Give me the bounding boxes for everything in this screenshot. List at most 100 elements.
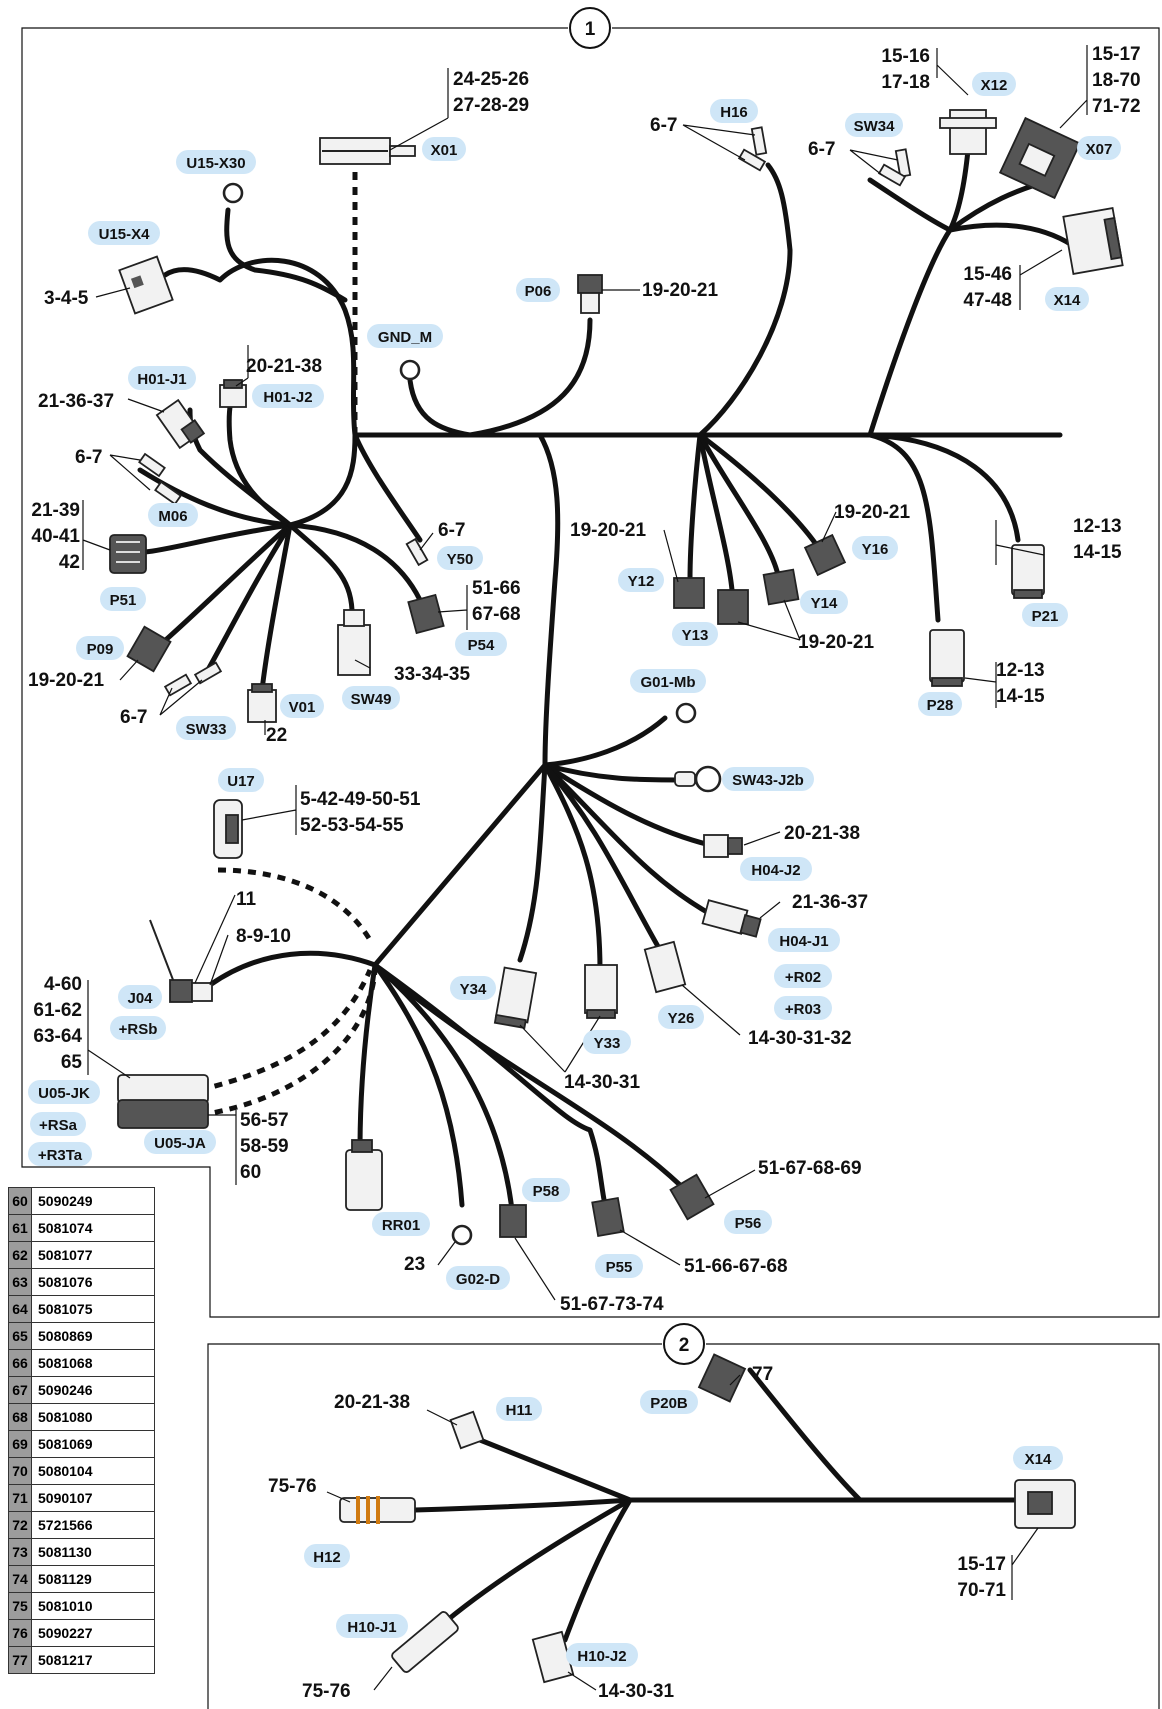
assembly-1-badge: 1 xyxy=(569,7,611,49)
y26-connector-graphic xyxy=(643,940,687,994)
svg-text:X14: X14 xyxy=(1025,1451,1052,1468)
svg-text:RR01: RR01 xyxy=(382,1217,420,1234)
label-p06: P06 19-20-21 xyxy=(516,278,718,302)
part-index-cell: 75 xyxy=(8,1592,32,1620)
part-number-cell: 5090246 xyxy=(31,1376,155,1404)
svg-text:G01-Mb: G01-Mb xyxy=(640,674,695,691)
svg-text:70-71: 70-71 xyxy=(957,1580,1006,1601)
svg-text:19-20-21: 19-20-21 xyxy=(798,632,874,653)
svg-text:19-20-21: 19-20-21 xyxy=(642,280,718,301)
svg-text:52-53-54-55: 52-53-54-55 xyxy=(300,815,404,836)
part-index-cell: 60 xyxy=(8,1187,32,1215)
h12-connector-graphic xyxy=(339,1496,416,1524)
svg-text:Y33: Y33 xyxy=(594,1035,621,1052)
label-rsa: +RSa xyxy=(30,1112,86,1136)
svg-text:+R3Ta: +R3Ta xyxy=(38,1147,83,1164)
g02-d-ring-terminal xyxy=(451,1224,473,1246)
svg-text:X12: X12 xyxy=(981,77,1008,94)
part-index-cell: 63 xyxy=(8,1268,32,1296)
label-j04: J04 11 8-9-10 xyxy=(118,889,291,1009)
svg-text:21-36-37: 21-36-37 xyxy=(38,391,114,412)
x12-connector-graphic xyxy=(939,109,997,155)
label-h01-j1: H01-J1 21-36-37 xyxy=(38,366,196,412)
part-number-cell: 5081076 xyxy=(31,1268,155,1296)
label-h10-j2: H10-J2 14-30-31 xyxy=(566,1643,674,1702)
label-h10-j1: H10-J1 75-76 xyxy=(302,1614,408,1702)
part-number-cell: 5081080 xyxy=(31,1403,155,1431)
svg-text:21-39: 21-39 xyxy=(31,500,80,521)
svg-text:X07: X07 xyxy=(1086,141,1113,158)
label-rsb: +RSb xyxy=(110,1016,166,1040)
assembly-2-badge: 2 xyxy=(663,1323,705,1365)
rr01-connector-graphic xyxy=(345,1139,383,1211)
part-index-cell: 62 xyxy=(8,1241,32,1269)
h01-j2-connector-graphic xyxy=(219,379,247,408)
part-index-cell: 76 xyxy=(8,1619,32,1647)
svg-text:14-30-31-32: 14-30-31-32 xyxy=(748,1028,852,1049)
part-number-cell: 5090227 xyxy=(31,1619,155,1647)
p06-connector-graphic xyxy=(577,274,603,314)
svg-text:SW34: SW34 xyxy=(854,118,896,135)
label-u05-ja: U05-JA 56-57 58-59 60 xyxy=(144,1110,289,1183)
svg-text:14-30-31: 14-30-31 xyxy=(564,1072,640,1093)
svg-text:56-57: 56-57 xyxy=(240,1110,289,1131)
svg-text:51-66-67-68: 51-66-67-68 xyxy=(684,1256,788,1277)
assembly-2-frame xyxy=(207,1343,1160,1709)
g01-mb-ring-terminal xyxy=(675,702,697,724)
part-index-cell: 71 xyxy=(8,1484,32,1512)
label-y26: Y26 14-30-31-32 xyxy=(658,1005,852,1049)
svg-text:V01: V01 xyxy=(289,699,316,716)
part-number-cell: 5090107 xyxy=(31,1484,155,1512)
label-x14: X14 15-46 47-48 xyxy=(963,264,1089,311)
label-r03: +R03 xyxy=(774,996,832,1020)
p58-connector-graphic xyxy=(499,1204,527,1238)
svg-text:U15-X4: U15-X4 xyxy=(99,226,151,243)
u05-connector-graphic xyxy=(117,1074,209,1129)
svg-text:+RSb: +RSb xyxy=(119,1021,158,1038)
svg-text:2: 2 xyxy=(679,1335,690,1356)
svg-text:X01: X01 xyxy=(431,142,458,159)
y14-connector-graphic xyxy=(762,568,800,606)
sw34-connector-graphic xyxy=(877,148,912,187)
svg-text:H12: H12 xyxy=(313,1549,341,1566)
svg-text:H16: H16 xyxy=(720,104,748,121)
svg-text:60: 60 xyxy=(240,1162,261,1183)
label-y33: Y33 xyxy=(583,1030,631,1054)
svg-text:20-21-38: 20-21-38 xyxy=(784,823,860,844)
v01-connector-graphic xyxy=(247,683,277,723)
label-x01: X01 24-25-26 27-28-29 xyxy=(422,69,529,161)
svg-text:P55: P55 xyxy=(606,1259,633,1276)
svg-text:19-20-21: 19-20-21 xyxy=(28,670,104,691)
x14b-connector-graphic xyxy=(1014,1479,1076,1529)
harness-1-dashed-links xyxy=(199,165,378,1118)
part-index-cell: 64 xyxy=(8,1295,32,1323)
part-index-cell: 65 xyxy=(8,1322,32,1350)
svg-text:15-17: 15-17 xyxy=(957,1554,1006,1575)
label-p56: P56 51-67-68-69 xyxy=(724,1158,862,1234)
svg-text:P54: P54 xyxy=(468,637,495,654)
svg-text:15-16: 15-16 xyxy=(881,46,930,67)
svg-text:42: 42 xyxy=(59,552,80,573)
svg-text:17-18: 17-18 xyxy=(881,72,930,93)
svg-text:5-42-49-50-51: 5-42-49-50-51 xyxy=(300,789,421,810)
p09-connector-graphic xyxy=(126,625,172,673)
label-p09: P09 19-20-21 xyxy=(28,636,124,691)
svg-text:H04-J1: H04-J1 xyxy=(779,933,828,950)
svg-text:H10-J1: H10-J1 xyxy=(347,1619,396,1636)
svg-text:+R02: +R02 xyxy=(785,969,821,986)
label-x07: X07 15-17 18-70 71-72 xyxy=(1077,44,1141,160)
svg-text:63-64: 63-64 xyxy=(33,1026,82,1047)
svg-text:P09: P09 xyxy=(87,641,114,658)
label-h16: H16 6-7 xyxy=(650,99,758,136)
y33-connector-graphic xyxy=(584,964,618,1019)
svg-text:Y26: Y26 xyxy=(668,1010,695,1027)
assembly-1-frame xyxy=(21,27,1160,1318)
svg-text:U05-JK: U05-JK xyxy=(38,1085,90,1102)
p51-connector-graphic xyxy=(109,534,147,574)
label-x14b: X14 15-17 70-71 xyxy=(957,1446,1063,1601)
part-index-cell: 70 xyxy=(8,1457,32,1485)
svg-text:M06: M06 xyxy=(158,508,187,525)
